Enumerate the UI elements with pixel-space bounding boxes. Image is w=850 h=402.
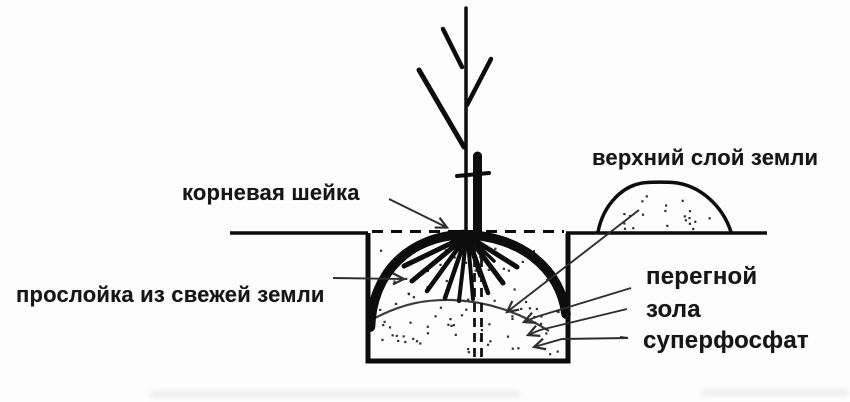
watermark-smudge (150, 391, 520, 398)
topsoil-layer-label: верхний слой земли (592, 145, 819, 170)
root-collar-label: корневая шейка (182, 180, 360, 205)
arrow-superphosphate (531, 336, 629, 351)
watermark-smudge (700, 390, 850, 396)
fresh-soil-layer-label: прослойка из свежей земли (16, 282, 325, 307)
center-axis-dashed (473, 243, 483, 360)
arrow-humus (521, 287, 632, 324)
arrow-fresh-soil-layer (332, 272, 407, 286)
ground-line (230, 230, 767, 235)
branch-right (464, 56, 494, 108)
humus-label: перегной (646, 263, 758, 290)
arrow-root-collar (388, 198, 450, 229)
pit-walls (365, 233, 571, 364)
topsoil-mound-dots (623, 195, 711, 231)
topsoil-mound (596, 180, 733, 233)
ash-label: зола (646, 296, 701, 323)
roots (401, 230, 520, 303)
branch-upper-left (440, 26, 465, 70)
branch-lower-left (416, 67, 467, 150)
sapling (416, 6, 494, 238)
superphosphate-label: суперфосфат (643, 327, 809, 354)
arrow-ash (525, 308, 628, 337)
arrow-topsoil-into-pit (505, 209, 640, 314)
trunk-tick-mark (455, 171, 491, 178)
leader-arrows (332, 198, 640, 351)
